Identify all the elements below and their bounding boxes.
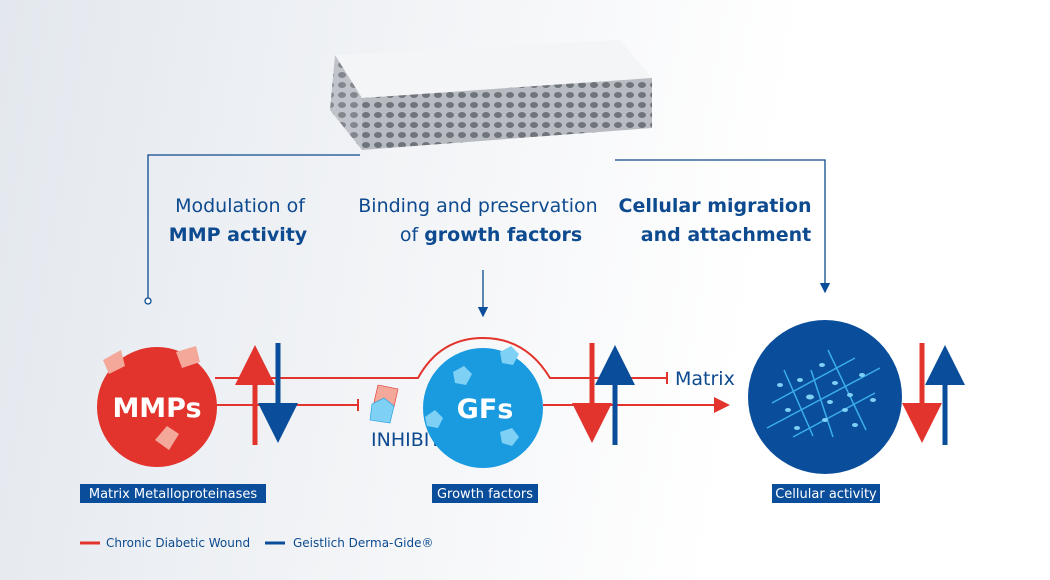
- heading-mmp-line2: MMP activity: [169, 224, 308, 246]
- pathway-mmp-to-matrix: [215, 336, 667, 379]
- cell-label: Cellular activity: [775, 487, 877, 502]
- heading-gf-prefix: of: [400, 224, 424, 246]
- connector-mmp: [147, 154, 360, 298]
- gfs-title: GFs: [457, 394, 514, 425]
- sponge-image: [330, 40, 652, 150]
- gfs-node: GFs: [423, 346, 543, 468]
- mmp-enzyme-icon: [155, 426, 179, 450]
- legend-item: Chronic Diabetic Wound: [106, 536, 250, 550]
- mmps-node: MMPs: [97, 346, 217, 467]
- mmps-label: Matrix Metalloproteinases: [89, 487, 257, 502]
- matrix-label: Matrix: [675, 368, 735, 390]
- legend: Chronic Diabetic Wound Geistlich Derma-G…: [80, 536, 433, 550]
- connector-dot: [144, 297, 152, 305]
- inhibit-icon: [369, 384, 399, 424]
- heading-gf-line2: of growth factors: [400, 224, 582, 246]
- mmps-title: MMPs: [112, 393, 201, 424]
- connector-cell: [615, 159, 831, 294]
- gfs-label: Growth factors: [437, 487, 533, 502]
- legend-item: Geistlich Derma-Gide®: [293, 536, 433, 550]
- heading-gf-line1: Binding and preservation: [358, 195, 597, 217]
- inhibit-label: INHIBIT: [371, 429, 441, 451]
- heading-cell-line1: Cellular migration: [619, 195, 812, 217]
- mmp-enzyme-icon: [176, 346, 200, 368]
- heading-mmp-line1: Modulation of: [175, 195, 306, 217]
- heading-cell-line2: and attachment: [641, 224, 811, 246]
- mmp-enzyme-icon: [103, 350, 125, 374]
- heading-gf-bold: growth factors: [424, 224, 582, 246]
- cellular-node: [748, 320, 902, 474]
